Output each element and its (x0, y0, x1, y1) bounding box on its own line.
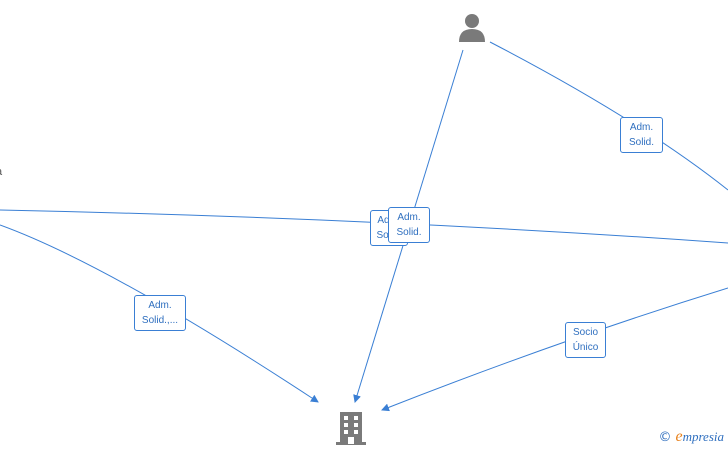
edge-left-right (0, 209, 728, 244)
edge-left-company (0, 224, 319, 403)
person-icon (459, 14, 485, 42)
edge-label-line1: Socio (572, 327, 598, 338)
edge-label-line1: Adm. (397, 212, 421, 223)
brand-initial: e (675, 428, 683, 445)
person-node[interactable] (457, 12, 487, 47)
edge-label-line1: Adm. (148, 300, 172, 311)
edge-label-adm-solid[interactable]: Adm. Solid. (620, 117, 663, 153)
edge-label-line1: Adm. (629, 122, 654, 133)
offscreen-node-fragment: a (0, 166, 2, 178)
brand-name: mpresia (682, 429, 724, 444)
edge-label-line2: Solid. (628, 137, 654, 148)
edge-label-line2: Único (572, 342, 599, 353)
edge-person-right (489, 41, 728, 191)
edge-label-adm-solid-front[interactable]: Adm. Solid. (388, 207, 430, 243)
edge-right-company (381, 287, 728, 412)
edge-label-line2: Solid. (396, 227, 422, 238)
copyright-symbol: © (658, 430, 672, 445)
building-icon (336, 412, 366, 445)
edge-label-adm-solid-etc[interactable]: Adm. Solid.,... (134, 295, 186, 331)
company-node[interactable] (334, 410, 368, 451)
empresia-watermark: ©empresia (658, 428, 724, 446)
edge-label-socio-unico[interactable]: Socio Único (565, 322, 606, 358)
edge-label-line2: Solid.,... (141, 315, 179, 326)
